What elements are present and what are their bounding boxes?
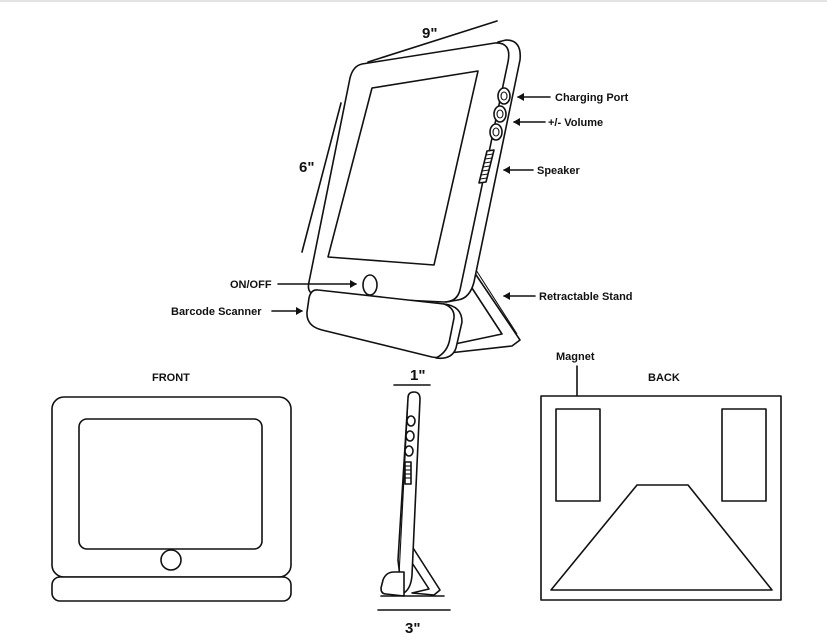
depth-dimension-label: 1" (410, 367, 425, 384)
height-dimension-label: 6" (299, 159, 314, 176)
right-magnet (721, 408, 767, 502)
tablet-screen (327, 70, 479, 266)
perspective-view: 9" 6" (299, 20, 522, 360)
charging-port-label: Charging Port (555, 92, 629, 104)
left-magnet (555, 408, 601, 502)
volume-label: +/- Volume (548, 117, 603, 129)
side-volume-up (405, 430, 415, 442)
base-dimension-label: 3" (405, 620, 420, 637)
speaker-label: Speaker (537, 165, 581, 177)
side-volume-down (404, 445, 414, 457)
height-dimension-line (301, 102, 342, 253)
width-dimension-line (367, 20, 498, 63)
volume-up-button (493, 105, 507, 123)
width-dimension-label: 9" (422, 25, 437, 42)
barcode-scanner-label: Barcode Scanner (171, 306, 262, 318)
front-base (51, 576, 292, 602)
front-view: FRONT (51, 372, 292, 602)
side-speaker-grille (404, 461, 412, 485)
side-tablet-body (397, 391, 421, 595)
callouts: Charging Port +/- Volume Speaker ON/OFF … (171, 92, 633, 318)
retractable-stand-label: Retractable Stand (539, 291, 633, 303)
back-view: BACK Magnet (540, 351, 782, 601)
front-tablet-screen (78, 418, 263, 550)
power-button (362, 274, 378, 296)
front-view-title: FRONT (152, 372, 190, 384)
volume-down-button (489, 123, 503, 141)
back-view-title: BACK (648, 372, 680, 384)
magnet-label: Magnet (556, 351, 595, 363)
on-off-label: ON/OFF (230, 279, 272, 291)
side-base (380, 571, 405, 597)
front-power-button (160, 549, 182, 571)
charging-port-icon (497, 87, 511, 105)
side-view: 1" 3" (377, 367, 451, 637)
side-charging-port (406, 415, 416, 427)
